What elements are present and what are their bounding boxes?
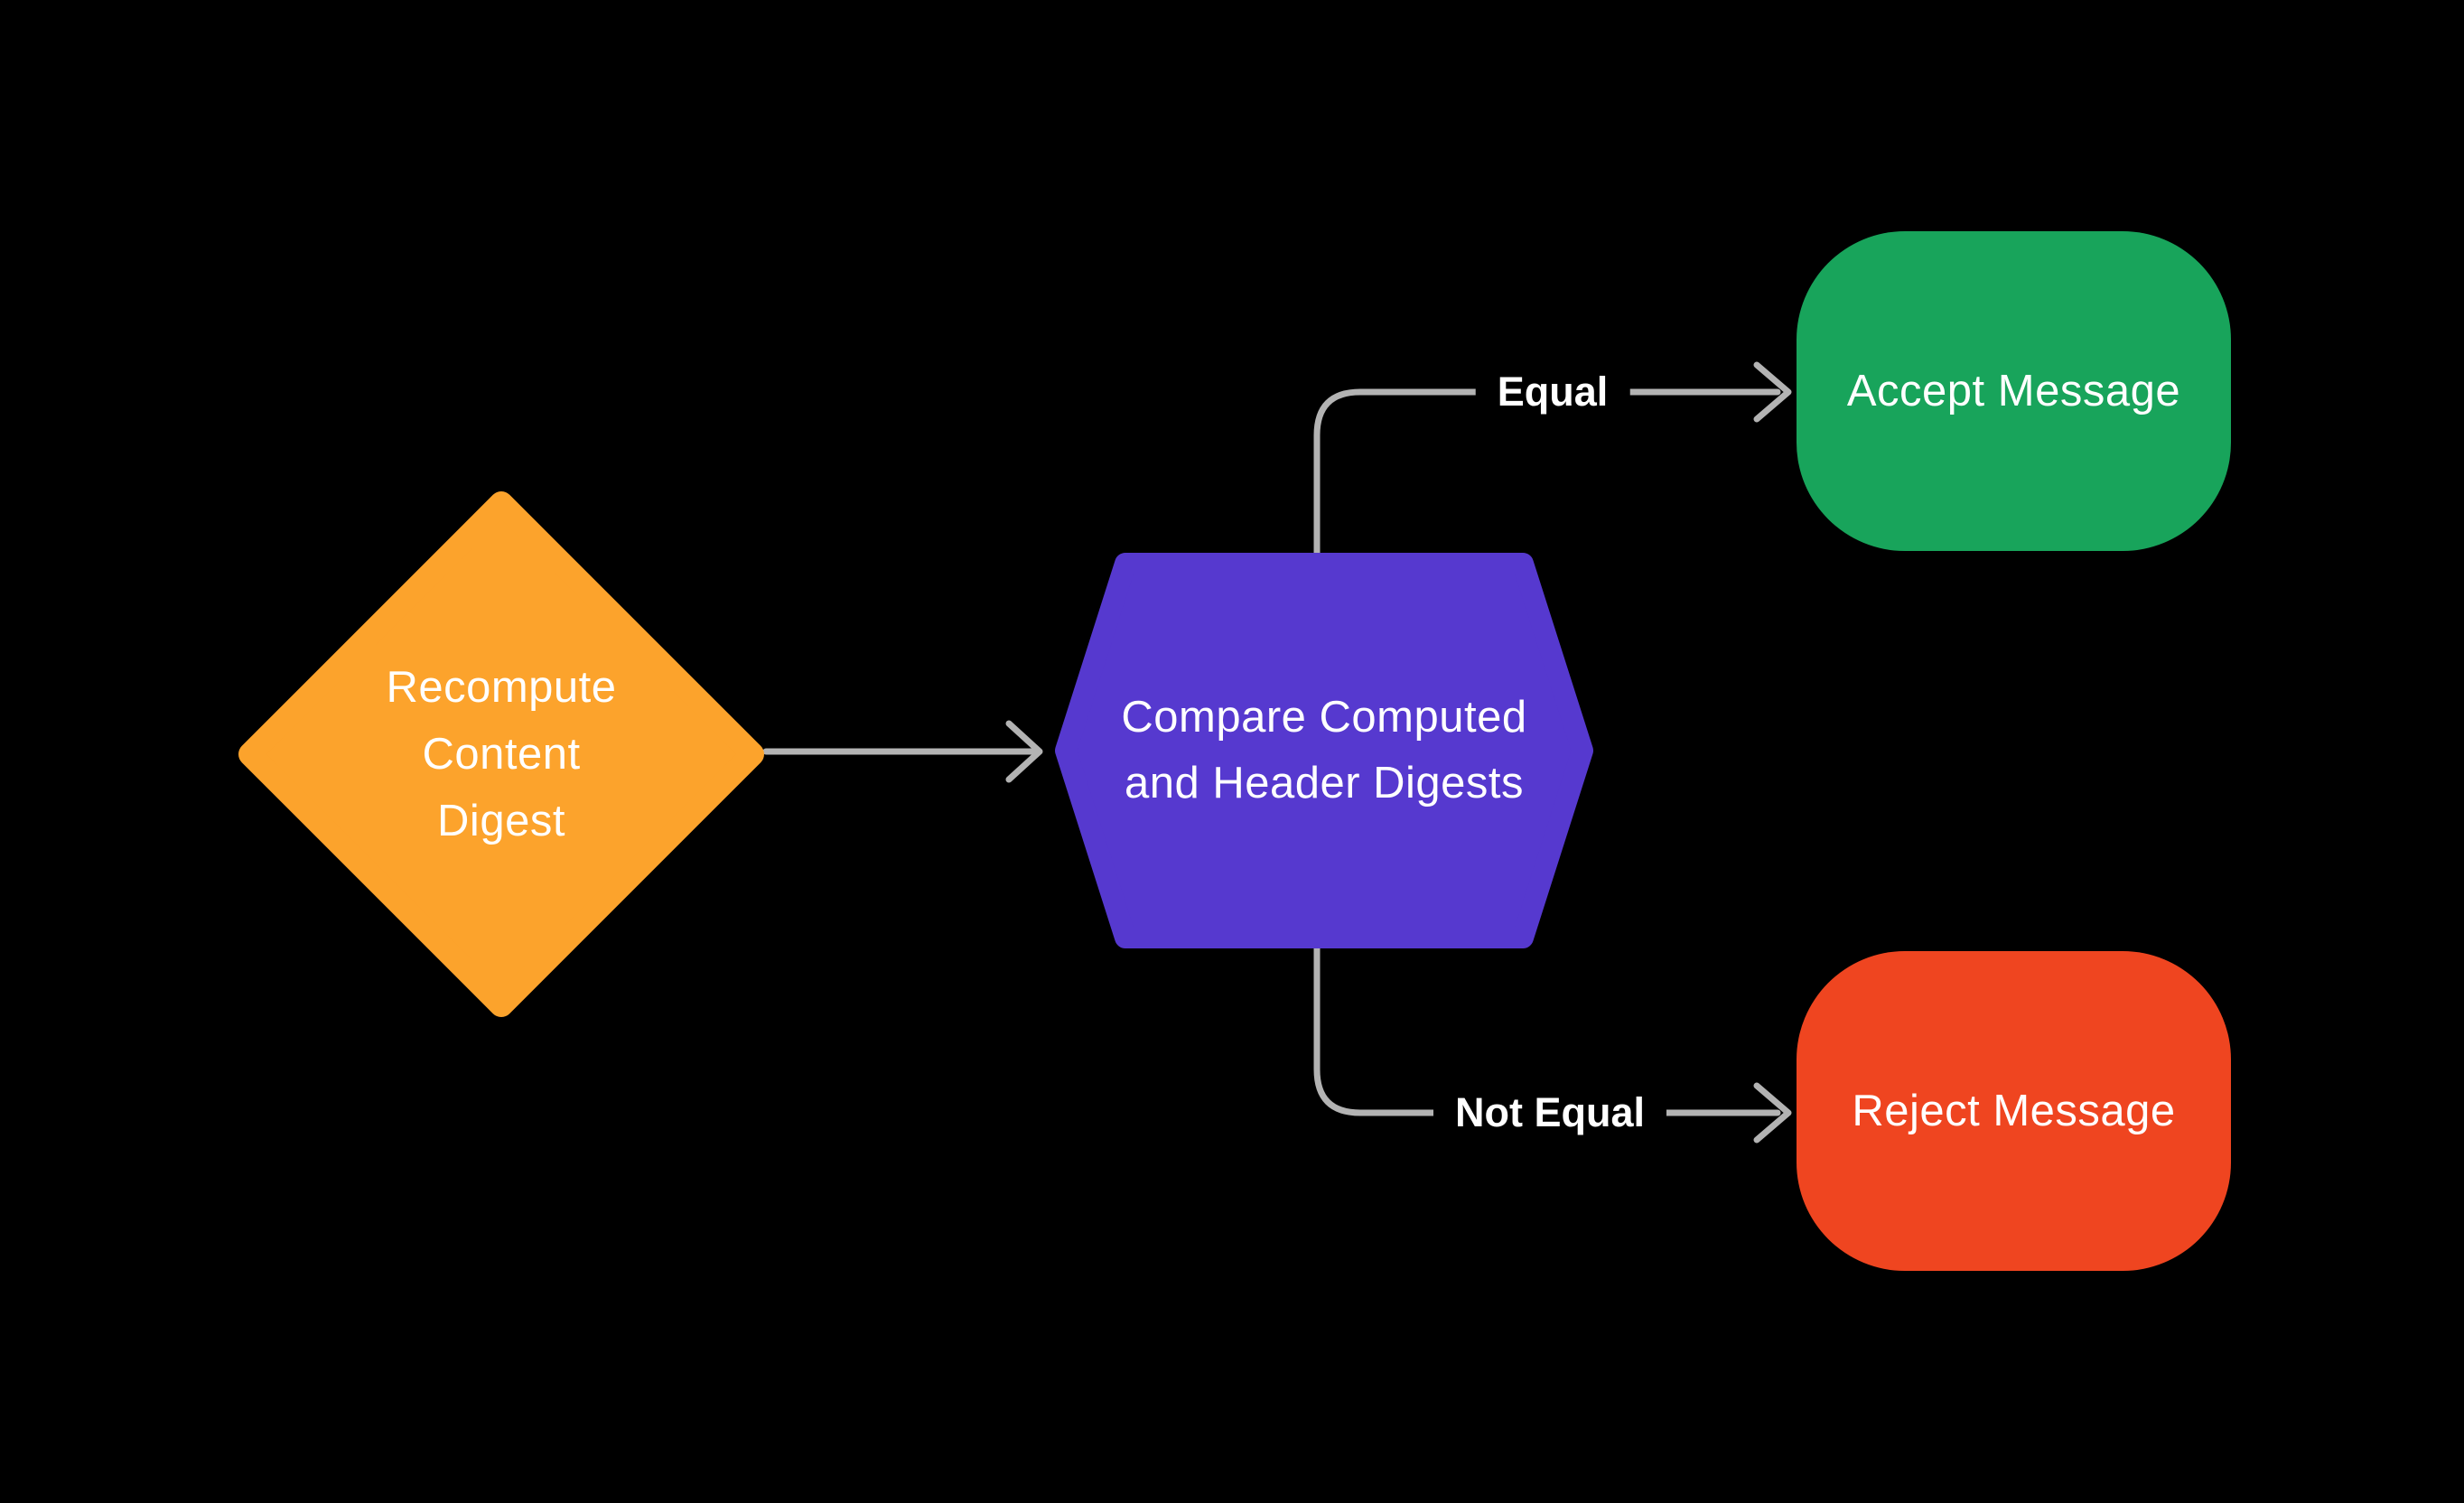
edge-label-not-equal: Not Equal [1433,1085,1666,1141]
compare-label-line-1: Compare Computed [1121,693,1527,742]
edge-compare-to-reject [1313,943,1792,1144]
recompute-node-shape [238,491,764,1017]
reject-node-label: Reject Message [1852,1086,2176,1135]
recompute-label-line-3: Digest [437,797,565,845]
edge-line-compare-to-accept [1313,388,1781,558]
recompute-label-line-2: Content [422,730,581,779]
edge-line-compare-to-reject [1313,943,1781,1116]
recompute-label-line-1: Recompute [386,663,617,712]
compare-node-shape [1055,553,1593,948]
arrowhead-icon [1753,361,1792,423]
arrowhead-icon [1005,720,1043,783]
compare-node-label: Compare Computed and Header Digests [1071,685,1577,817]
accept-node-label: Accept Message [1846,366,2181,415]
arrowhead-icon [1753,1082,1792,1144]
recompute-node-label: Recompute Content Digest [312,654,691,854]
compare-label-line-2: and Header Digests [1124,759,1525,808]
reject-node-shape [1797,951,2231,1271]
accept-node-shape [1797,231,2231,551]
edge-compare-to-accept [1313,361,1792,558]
edge-recompute-to-compare [762,720,1043,783]
edge-label-equal: Equal [1475,364,1630,420]
